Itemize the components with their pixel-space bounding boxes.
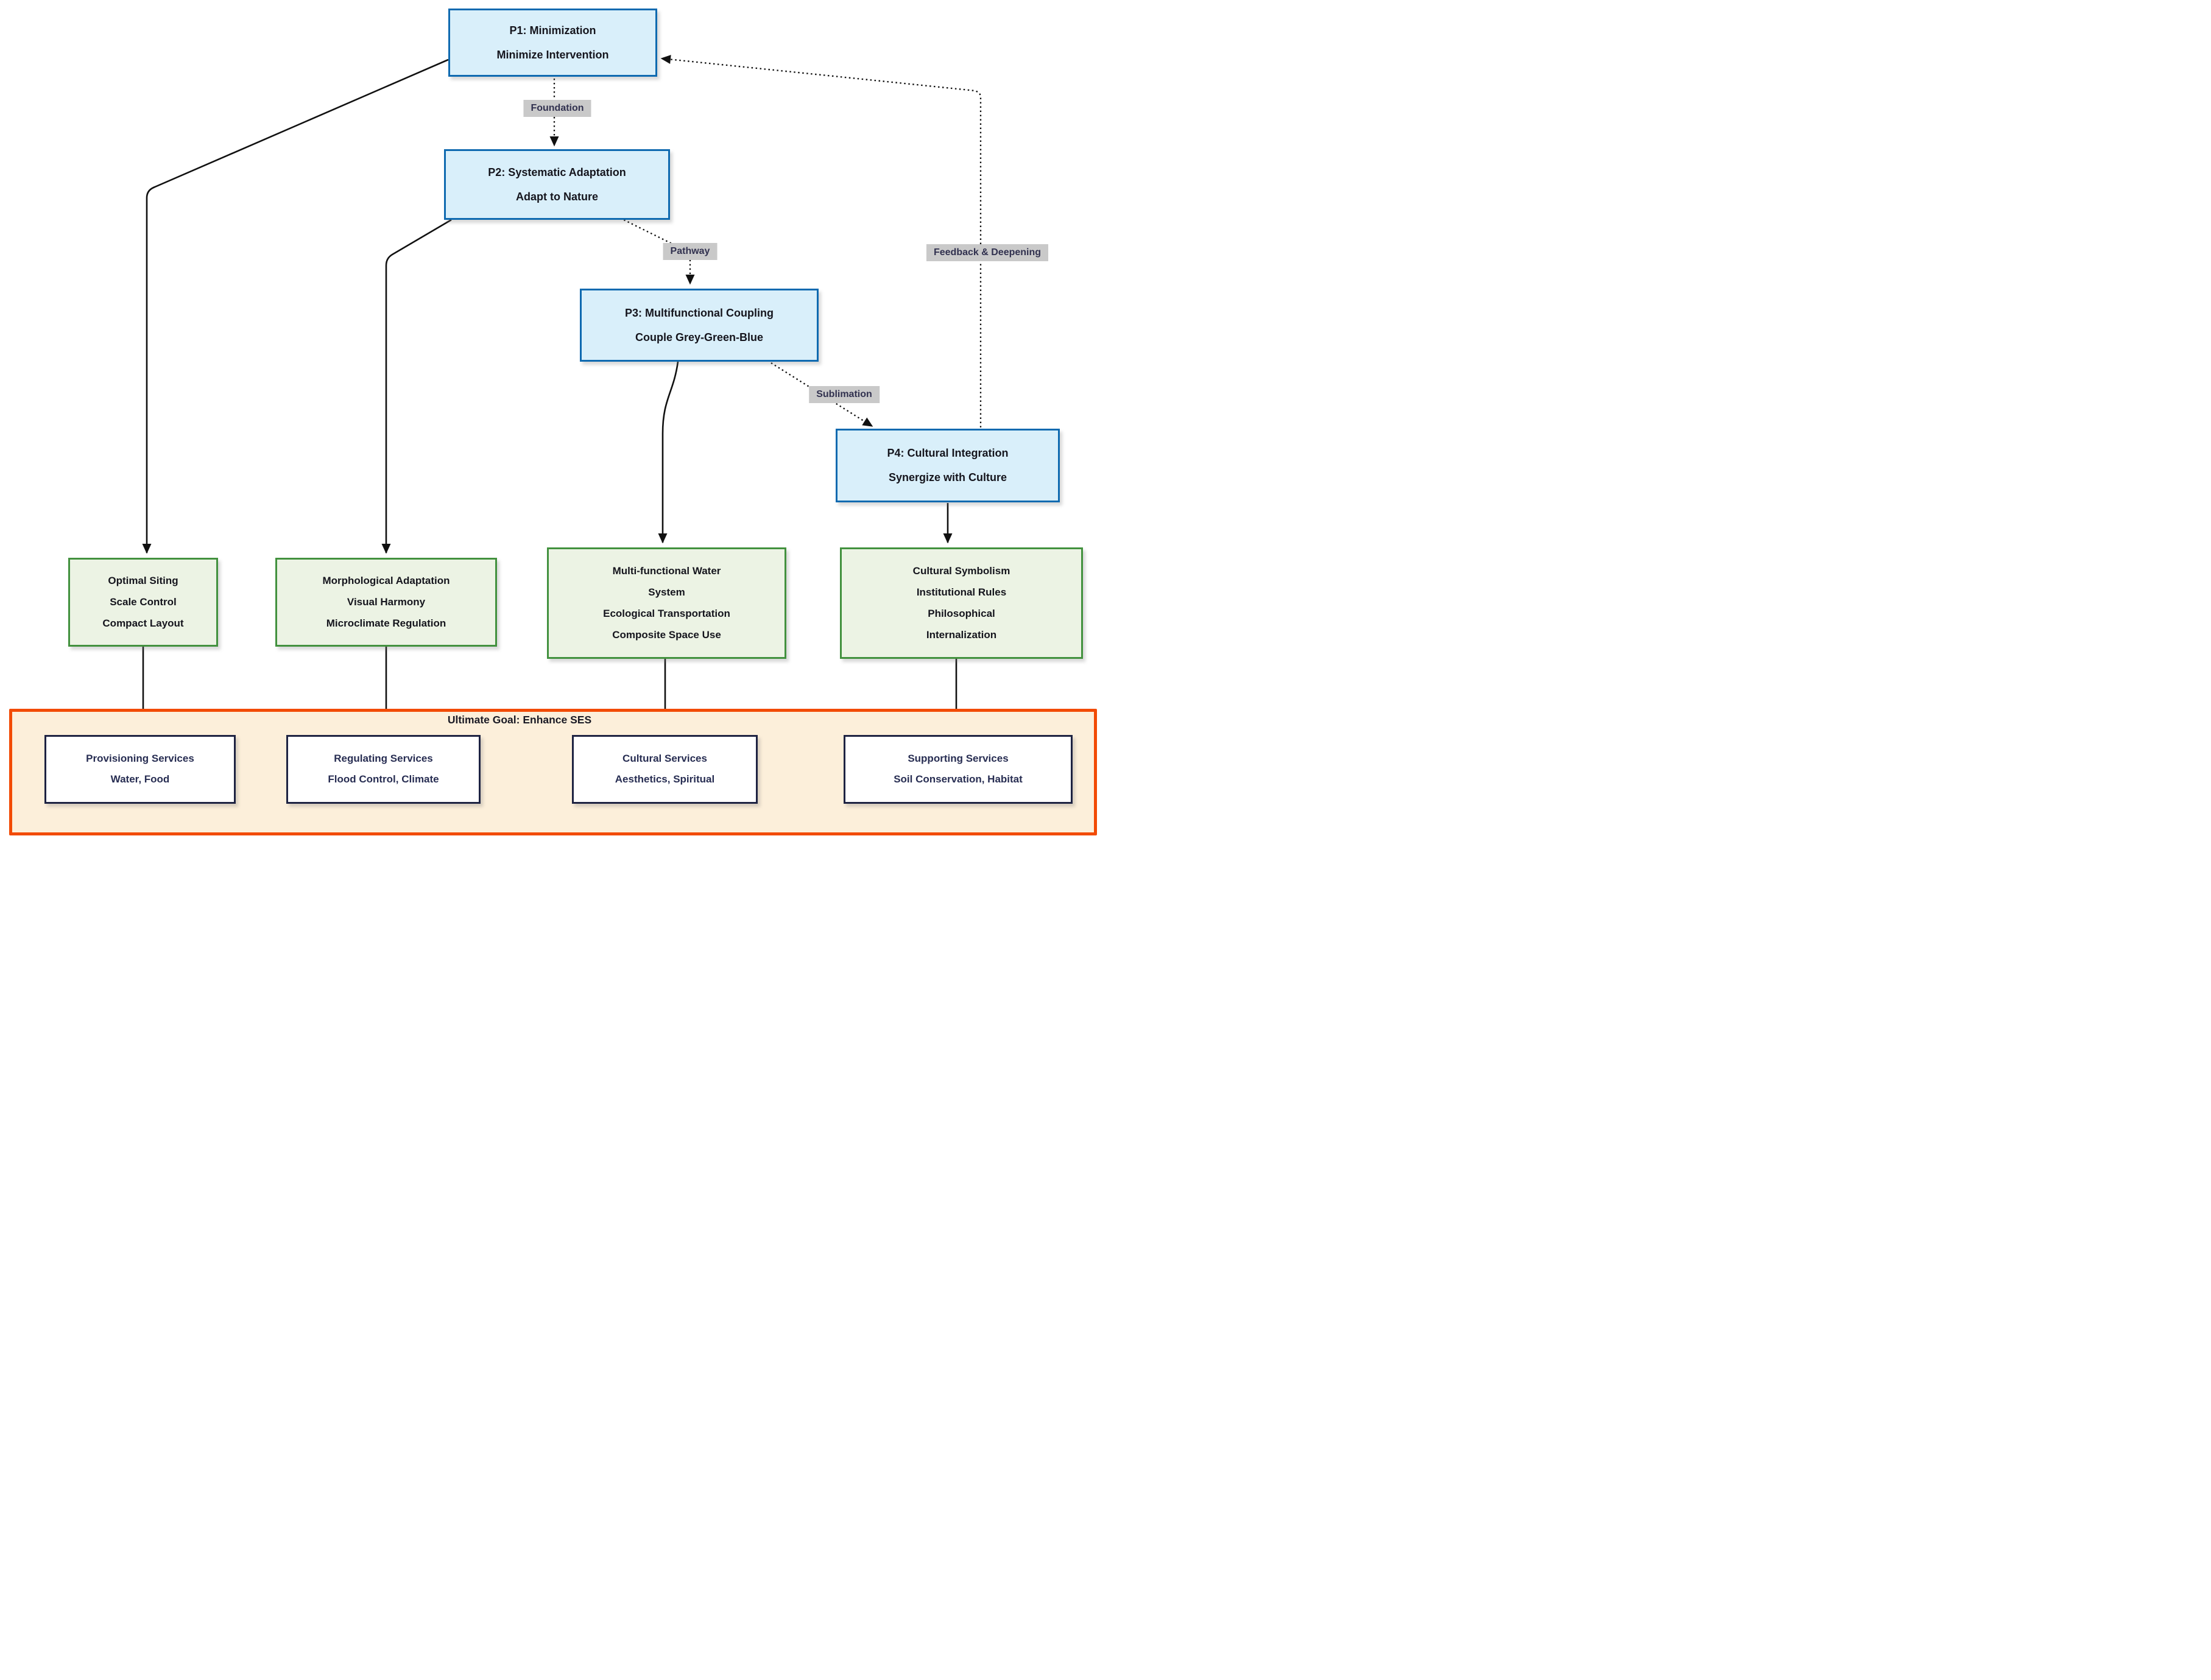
principle-p3-subtitle: Couple Grey-Green-Blue <box>635 331 764 343</box>
service-name: Cultural Services <box>622 753 707 765</box>
principle-p4-subtitle: Synergize with Culture <box>888 471 1007 483</box>
principle-p1: P1: Minimization Minimize Intervention <box>448 9 657 77</box>
principle-p1-title: P1: Minimization <box>509 24 596 37</box>
strategy-line: Composite Space Use <box>612 628 721 641</box>
service-box-regulating: Regulating Services Flood Control, Clima… <box>286 735 481 804</box>
flowchart-canvas: Ultimate Goal: Enhance SES P1: Minimizat… <box>0 0 1106 840</box>
strategy-line: System <box>648 586 685 599</box>
strategy-line: Philosophical <box>928 608 995 619</box>
strategy-line: Morphological Adaptation <box>322 575 450 587</box>
strategy-box-3: Multi-functional Water System Ecological… <box>547 547 786 659</box>
strategy-line: Internalization <box>926 628 997 641</box>
edge-p2-strategy2 <box>381 219 452 554</box>
edge-label-feedback: Feedback & Deepening <box>926 244 1049 261</box>
edge-label-pathway: Pathway <box>663 243 718 260</box>
principle-p2: P2: Systematic Adaptation Adapt to Natur… <box>444 149 670 220</box>
strategy-line: Cultural Symbolism <box>912 565 1010 577</box>
ultimate-goal-title: Ultimate Goal: Enhance SES <box>447 714 592 726</box>
principle-p3: P3: Multifunctional Coupling Couple Grey… <box>580 289 819 362</box>
strategy-box-4: Cultural Symbolism Institutional Rules P… <box>840 547 1083 659</box>
principle-p4-title: P4: Cultural Integration <box>887 447 1009 460</box>
edge-label-foundation: Foundation <box>523 100 591 117</box>
service-examples: Soil Conservation, Habitat <box>894 773 1023 785</box>
edge-label-sublimation: Sublimation <box>809 386 880 403</box>
service-name: Provisioning Services <box>86 753 194 765</box>
service-name: Regulating Services <box>334 753 433 765</box>
service-box-provisioning: Provisioning Services Water, Food <box>44 735 236 804</box>
service-examples: Water, Food <box>110 773 170 785</box>
edge-p3-strategy3 <box>658 361 679 544</box>
edge-p1-strategy1 <box>142 58 449 554</box>
strategy-line: Microclimate Regulation <box>326 617 446 629</box>
principle-p3-title: P3: Multifunctional Coupling <box>625 306 774 319</box>
strategy-line: Compact Layout <box>102 617 184 629</box>
service-box-cultural: Cultural Services Aesthetics, Spiritual <box>572 735 758 804</box>
strategy-line: Ecological Transportation <box>603 608 730 619</box>
service-examples: Aesthetics, Spiritual <box>615 773 715 785</box>
principle-p2-subtitle: Adapt to Nature <box>516 190 598 203</box>
principle-p1-subtitle: Minimize Intervention <box>496 48 609 61</box>
edge-p4-p1-feedback <box>660 55 982 427</box>
strategy-line: Optimal Siting <box>108 575 178 587</box>
service-examples: Flood Control, Climate <box>328 773 439 785</box>
strategy-box-2: Morphological Adaptation Visual Harmony … <box>275 558 497 647</box>
connector-layer <box>138 55 982 731</box>
strategy-line: Institutional Rules <box>916 586 1007 599</box>
strategy-box-1: Optimal Siting Scale Control Compact Lay… <box>68 558 218 647</box>
edge-p3-p4-sublimation <box>770 362 873 427</box>
service-box-supporting: Supporting Services Soil Conservation, H… <box>844 735 1073 804</box>
strategy-line: Scale Control <box>110 596 177 608</box>
principle-p2-title: P2: Systematic Adaptation <box>488 166 626 178</box>
strategy-line: Multi-functional Water <box>612 565 721 577</box>
service-name: Supporting Services <box>908 753 1009 765</box>
strategy-line: Visual Harmony <box>347 596 426 608</box>
principle-p4: P4: Cultural Integration Synergize with … <box>836 429 1060 502</box>
